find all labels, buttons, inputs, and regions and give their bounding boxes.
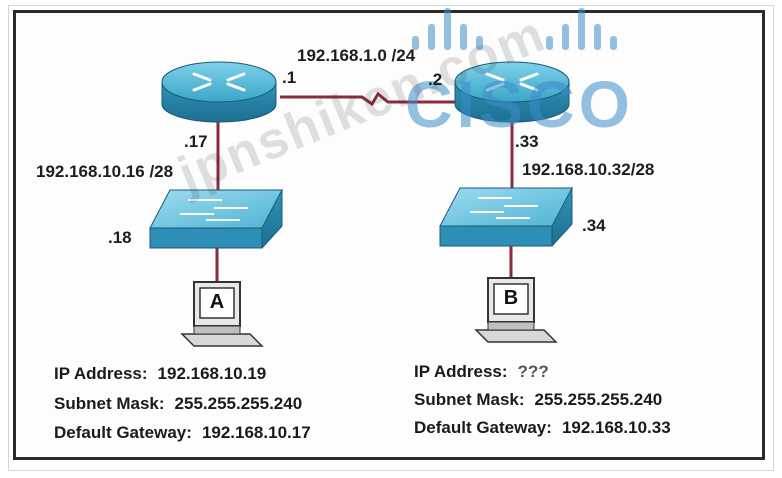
host-a-mask-label: Subnet Mask: (54, 394, 165, 413)
host-a-mask-value: 255.255.255.240 (174, 394, 303, 413)
pc-b-icon (474, 277, 558, 343)
pc-a-label: A (209, 291, 225, 313)
host-b-ip-value: ??? (517, 362, 549, 381)
cisco-logo-bars (412, 8, 617, 50)
router-right-lan-ip: .33 (515, 132, 539, 151)
host-b-gateway-row: Default Gateway: 192.168.10.33 (414, 418, 671, 438)
pc-a-icon (180, 281, 264, 347)
switch-right-icon (439, 186, 573, 247)
router-right-icon (454, 61, 570, 123)
router-left-icon (161, 61, 277, 123)
outer-shadow-border (8, 5, 774, 471)
host-a-gateway-label: Default Gateway: (54, 423, 192, 442)
switch-right-ip: .34 (582, 216, 606, 235)
router-left-wan-ip: .1 (282, 68, 297, 87)
switch-left-ip: .18 (108, 228, 132, 247)
host-b-mask-row: Subnet Mask: 255.255.255.240 (414, 390, 662, 410)
host-b-mask-value: 255.255.255.240 (534, 390, 663, 409)
lan-left-network-label: 192.168.10.16 /28 (36, 162, 174, 181)
pc-b-label: B (503, 287, 519, 309)
host-a-ip-value: 192.168.10.19 (157, 364, 267, 383)
wan-network-label: 192.168.1.0 /24 (297, 46, 416, 65)
host-b-mask-label: Subnet Mask: (414, 390, 525, 409)
host-b-gateway-label: Default Gateway: (414, 418, 552, 437)
host-a-gateway-value: 192.168.10.17 (201, 423, 311, 442)
router-right-wan-ip: .2 (428, 70, 443, 89)
host-b-gateway-value: 192.168.10.33 (561, 418, 671, 437)
host-a-ip-row: IP Address: 192.168.10.19 (54, 364, 266, 384)
host-b-ip-label: IP Address: (414, 362, 508, 381)
host-b-ip-row: IP Address:??? (414, 362, 549, 382)
host-a-mask-row: Subnet Mask: 255.255.255.240 (54, 394, 302, 414)
wan-link (280, 91, 455, 107)
router-left-lan-ip: .17 (184, 132, 208, 151)
switch-left-icon (149, 188, 283, 249)
host-a-ip-label: IP Address: (54, 364, 148, 383)
host-a-gateway-row: Default Gateway: 192.168.10.17 (54, 423, 311, 443)
diagram-frame (13, 10, 765, 460)
lan-right-network-label: 192.168.10.32/28 (522, 160, 655, 179)
